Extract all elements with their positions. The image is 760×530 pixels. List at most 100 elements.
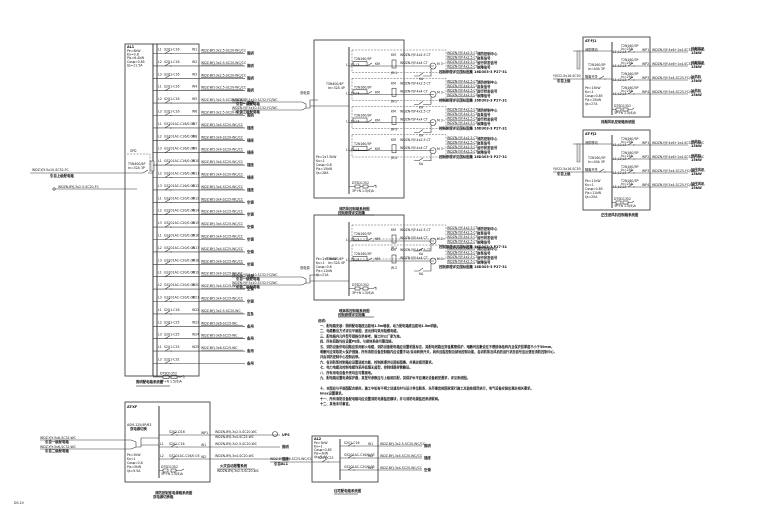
- pump-motor-label: M 3~: [437, 147, 446, 151]
- circuit-phase: L3: [158, 258, 162, 262]
- pump-contactor-label: KM: [391, 53, 396, 57]
- pump-signal-label: 运行状态信号: [477, 117, 498, 122]
- fan-main-breaker: T2N160/3P: [587, 63, 606, 67]
- pump-group: L1,L2,L3T2N160/3PKMKMJR-1WDZN-YJY-4x2.5 …: [346, 224, 508, 256]
- pump-signal-cable: WDZN-YJY-4x2.5 CT: [447, 84, 478, 88]
- circuit-breaker: S201-C16: [164, 308, 180, 312]
- pump-dual-label: 双电源: [300, 90, 310, 95]
- small-circuit-breaker: GS201AC-C20/0.03: [344, 465, 375, 469]
- motor-icon: [429, 257, 437, 265]
- circuit-cable: WDZ-BYJ-3x4-SC20-WC/CC: [201, 173, 244, 177]
- pump-spec: Pe=2x7.5kW: [316, 155, 337, 159]
- circuit-breaker: GS201AC-C16/0.03: [164, 159, 195, 163]
- dual-circuit-use: 照明: [282, 444, 289, 449]
- pump-signal-cable: WDZN-YJY-4x2.5 CT: [447, 93, 478, 97]
- circuit-use: 空调: [247, 237, 254, 242]
- meter-ct: 3P+N 1.5(6)A: [160, 379, 183, 383]
- circuit-breaker: GS201AC-C16/0.03: [164, 147, 195, 151]
- pump-motor-label: M 3~: [437, 62, 446, 66]
- small-circuit-id: W3: [368, 466, 373, 470]
- pump-motor-label: M 3~: [437, 119, 446, 123]
- pump-group-dashed-frame: [351, 134, 447, 158]
- circuit-breaker: GS201AC-C20/0.03: [164, 283, 195, 287]
- pump-group-breaker: T2N160/3P: [353, 252, 372, 256]
- fan-panel-name: AT-FJ1: [585, 39, 597, 43]
- fan-circuit-rating: In=25A: [621, 89, 634, 93]
- pump-motor-label: M 3~: [437, 237, 446, 241]
- ground-icon: [612, 107, 635, 110]
- dual-circuit-id: WP1: [201, 431, 208, 435]
- pump-group-breaker: T2N160/3P: [353, 232, 372, 236]
- fan-circuit-id: WP1: [642, 48, 649, 52]
- circuit-cable: WDZ-BYJ-3x2.5-SC20-WC/CC: [201, 98, 247, 102]
- circuit-use: 备用: [246, 348, 254, 353]
- circuit-breaker: S201-C32: [164, 358, 180, 362]
- pump-signal-cable: WDZN-YJY-4x2.5 CT: [447, 246, 478, 250]
- pump-signal-label: 消防控制中心: [477, 79, 498, 84]
- circuit-cable: WDZ-BYJ-3x4-SC20-WC/CC: [201, 185, 244, 189]
- small-incoming-cable: WDZ-BYJ-3x6-SC25-WC/CC: [270, 457, 313, 461]
- circuit-use: 插座: [247, 125, 254, 130]
- dual-incoming-cable: WDZ-YJY-5x6-SC32-WC: [40, 436, 77, 440]
- circuit-phase: L1: [158, 85, 162, 89]
- circuit-cable: WDZ-BYJ-3x6-SC25-WC: [201, 346, 238, 350]
- breaker-box-icon: [352, 61, 368, 66]
- fan-meter-ct: 3P+N 1.5(6)A: [614, 111, 637, 115]
- dual-circuit-cable2: WDZN-BYJ-3x4-SC25-WC: [215, 435, 255, 439]
- circuit-use: 照明: [247, 75, 254, 80]
- motor-icon: [429, 90, 437, 98]
- sheet-label: DS-10: [14, 501, 24, 505]
- circuit-id: W15: [192, 221, 199, 225]
- breaker-switch-icon: [347, 466, 355, 471]
- pump-control-label: KA: [419, 134, 424, 138]
- pump-relay: JR-4: [390, 156, 397, 160]
- pump-relay: JR-1: [390, 71, 397, 75]
- fan-spec: Kx=1: [585, 183, 594, 187]
- breaker-switch-icon: [598, 168, 606, 173]
- pump-contactor: KM: [375, 90, 380, 94]
- fan-spec: Pjs=11kW: [585, 191, 602, 195]
- circuit-cable: WDZ-BYJ-3x4-SC25-WC/CC: [201, 284, 244, 288]
- meter-model: DTSD1352: [160, 371, 177, 375]
- circuit-breaker: GS201AC-C16/0.03: [164, 184, 195, 188]
- dual-incoming-note: 引自一级配电箱: [45, 439, 69, 444]
- circuit-use: 照明: [247, 113, 254, 118]
- fan-circuit-id: WP4: [642, 90, 649, 94]
- circuit-use: 空调: [247, 212, 254, 217]
- circuit-id: W25: [192, 345, 199, 349]
- circuit-id: W23: [192, 320, 199, 324]
- pump-signal-cable: WDZN-YJY-4x2.5 CT: [447, 255, 478, 259]
- fan-spec: Ijs=27A: [585, 102, 598, 106]
- circuit-breaker: S201-C16: [164, 60, 180, 64]
- note-line: 七、电力电缆及控制电缆均采用低烟无卤型，控制线路穿管敷设。: [320, 365, 412, 370]
- fan-spec: Pe=15kW: [585, 86, 601, 90]
- circuit-cable: WDZ-BYJ-3x6-SC25-WC: [201, 321, 238, 325]
- dual-spec: Pjs=5kW: [127, 465, 142, 469]
- breaker-switch-icon: [321, 458, 329, 463]
- breaker-switch-icon: [366, 119, 374, 123]
- pump-control-switch-icon: [414, 97, 432, 105]
- small-incoming-source: 引自AL1: [274, 461, 289, 466]
- pump-group: L1,L2,L3T2N160/3PKMKMJR-2WDZN-YJY-4x2.5 …: [346, 244, 508, 276]
- pump-group: L1,L2,L3T2N160/3PKMKMJR-3WDZN-YJY-4x2.5 …: [346, 106, 508, 138]
- circuit-cable: WDZ-BYJ-3x4-SC25-WC/CC: [201, 247, 244, 251]
- breaker-switch-icon: [366, 62, 374, 67]
- pump-incoming-cable: WDZN-YJY-5x10-SC32-FC/WC: [232, 98, 278, 102]
- fan-circuit-use: 加压风机: [690, 167, 705, 172]
- fan-circuit-cable: WDZN-YJY-4x6+1x4-SC32-FC/WC: [652, 141, 705, 145]
- circuit-phase: L3: [158, 333, 162, 337]
- pump-cable1: WDZN-YJY-4x2.5 CT: [400, 110, 431, 114]
- dual-circuit-id: W2: [201, 455, 206, 459]
- pump-control-label: KA: [419, 272, 424, 276]
- fan-circuit-use: 排烟风机: [691, 46, 705, 51]
- circuit-id: W10: [192, 159, 199, 163]
